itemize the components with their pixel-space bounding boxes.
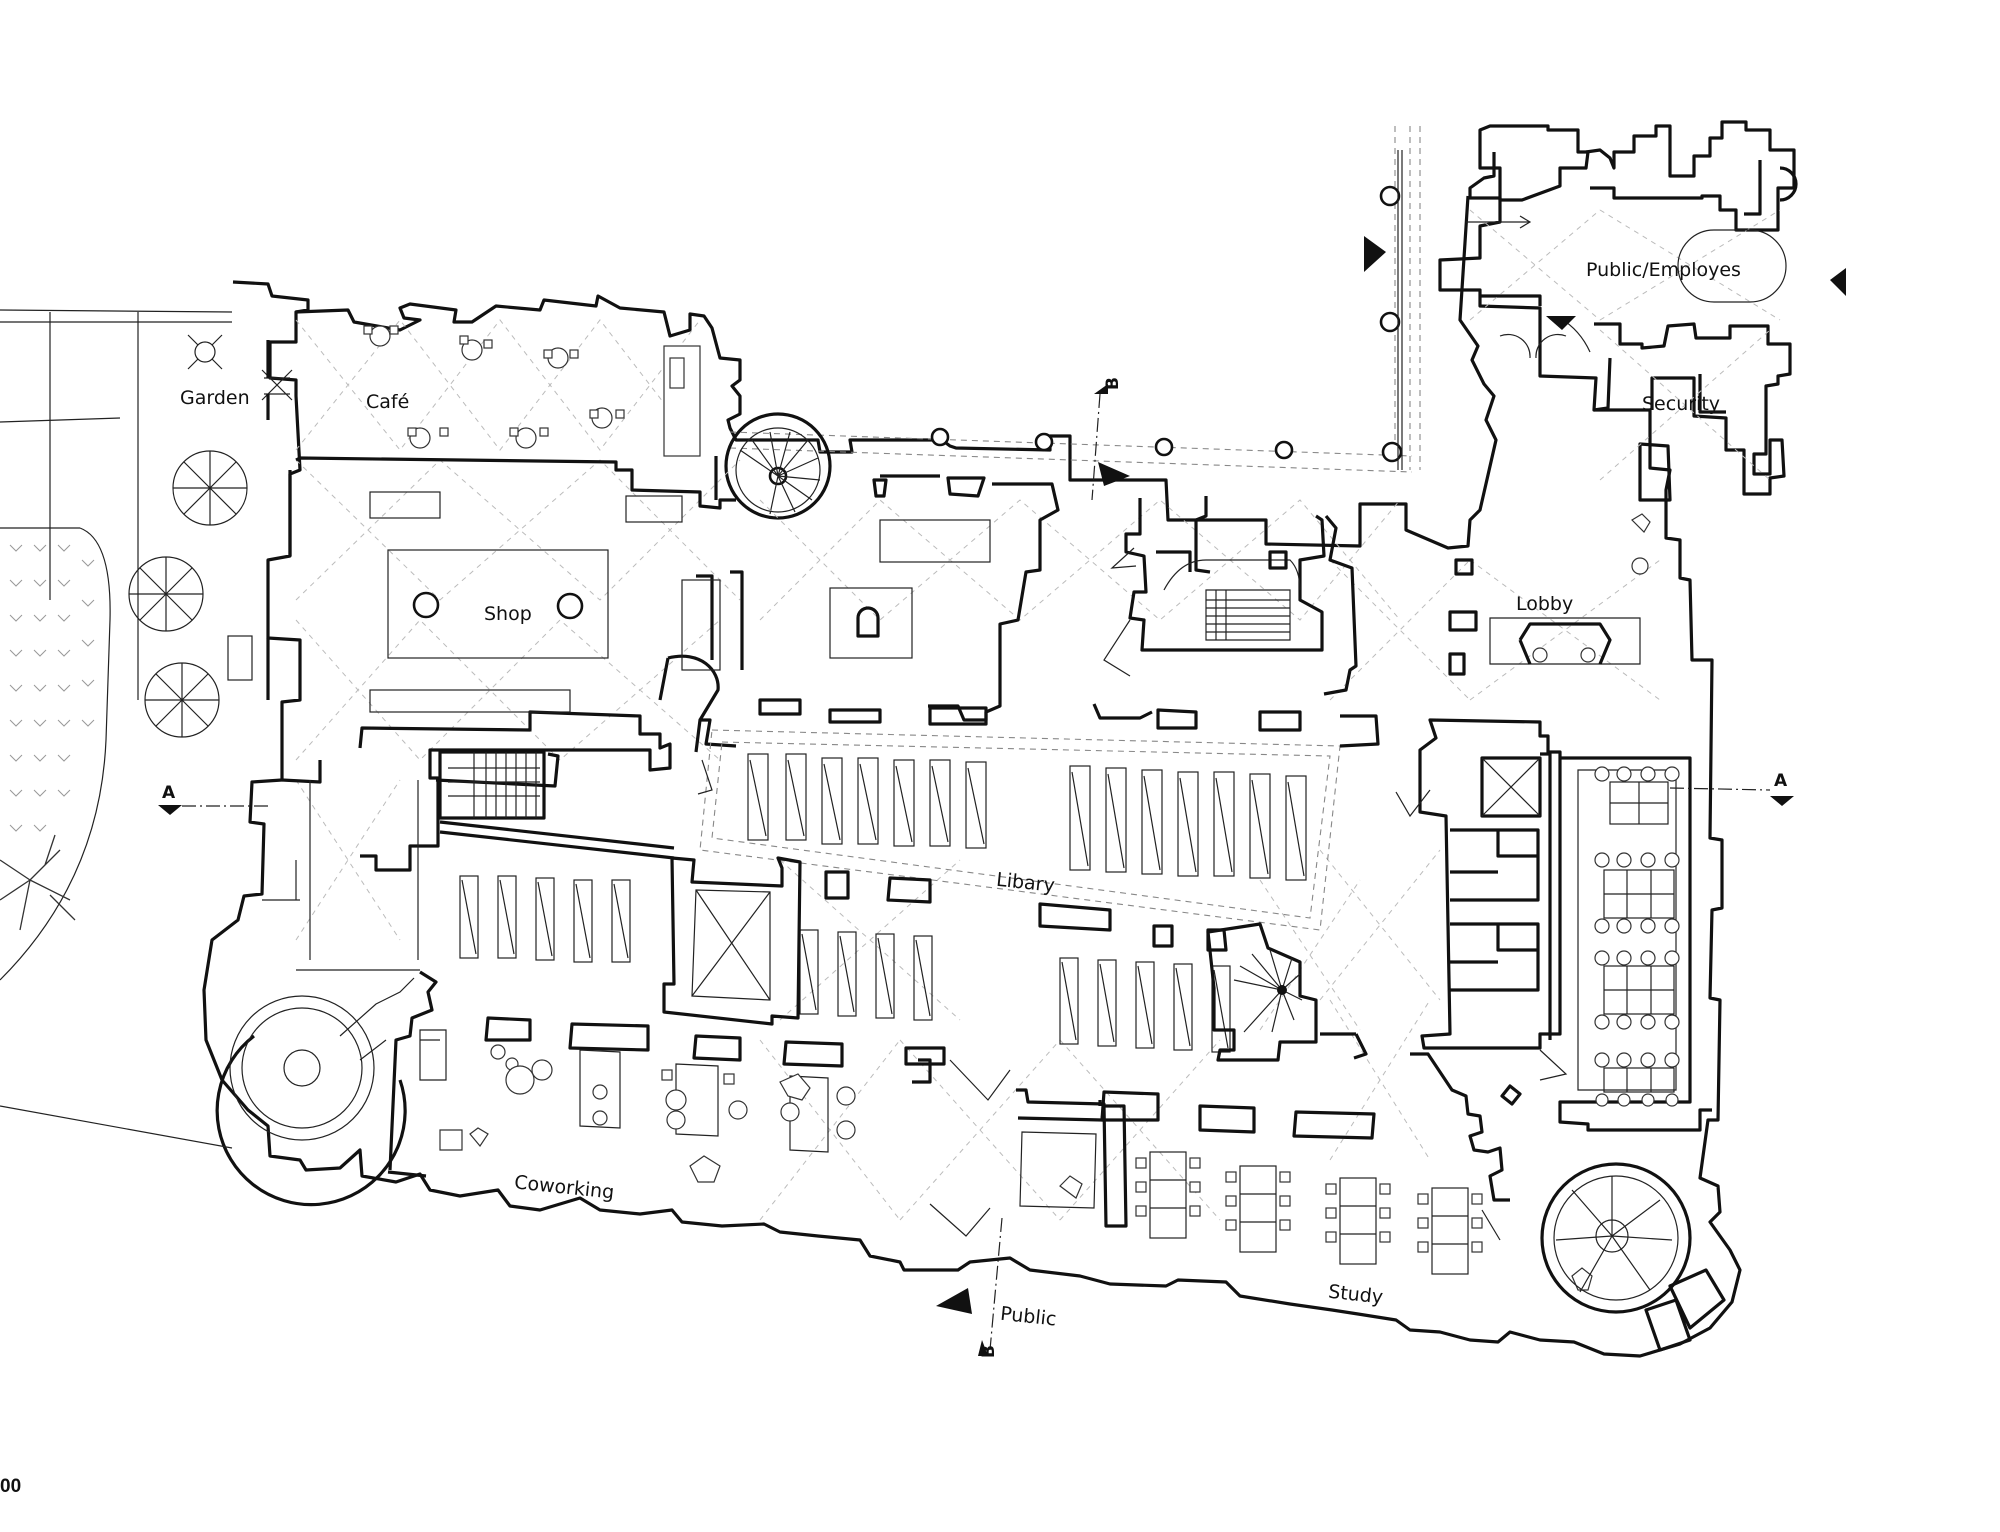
lower-shelves — [459, 875, 1231, 1053]
section-marker-a-left[interactable]: A — [158, 783, 268, 815]
site-boundary — [0, 1105, 233, 1149]
exterior-walls — [202, 152, 1742, 1358]
section-label-a-left: A — [162, 783, 176, 803]
cafe-furniture — [363, 325, 701, 457]
west-corridor — [262, 470, 420, 971]
door-swings — [697, 317, 1591, 1241]
room-label-security: Security — [1642, 393, 1720, 415]
room-label-public-employes: Public/Employes — [1586, 259, 1741, 281]
study-tables — [1016, 1088, 1483, 1275]
section-marker-b-top[interactable]: B — [1091, 377, 1130, 501]
section-marker-b-bottom[interactable]: B — [936, 1217, 1003, 1358]
north-wing-walls — [1478, 120, 1798, 502]
entrance-arrows — [1364, 236, 1846, 330]
room-label-cafe: Café — [366, 391, 409, 413]
section-label-a-right: A — [1774, 771, 1788, 791]
room-label-shop: Shop — [484, 603, 532, 625]
stair-west — [438, 750, 675, 860]
room-label-garden: Garden — [180, 387, 250, 409]
section-label-b-bottom: B — [979, 1345, 999, 1358]
room-label-lobby: Lobby — [1516, 593, 1573, 615]
spiral-stair-north — [724, 412, 832, 520]
entry-arrow-east — [1830, 268, 1846, 296]
room-label-coworking: Coworking — [513, 1171, 615, 1203]
cafe-doors — [261, 340, 293, 420]
entry-arrow-north — [1546, 316, 1576, 330]
planting-bed — [9, 544, 95, 832]
vault-lines — [295, 209, 1781, 1221]
tree-symbol — [0, 834, 76, 931]
room-label-public: Public — [999, 1303, 1057, 1331]
south-zone — [387, 970, 1593, 1291]
entry-arrow-west — [1364, 236, 1386, 272]
light-well — [662, 856, 1228, 1026]
scale-label: 00 — [0, 1476, 22, 1497]
tower-southwest — [215, 977, 415, 1207]
room-label-libary: Libary — [995, 869, 1056, 897]
spiral-stair-south — [1206, 922, 1318, 1062]
room-label-study: Study — [1327, 1281, 1384, 1309]
east-corridor — [1320, 1032, 1568, 1202]
lobby-stair — [1103, 496, 1358, 696]
umbrella-tables — [128, 334, 248, 738]
shop-fixtures — [227, 491, 991, 713]
portico — [729, 126, 1421, 473]
section-marker-a-right[interactable]: A — [1669, 771, 1794, 806]
lobby-fixtures — [1448, 215, 1787, 676]
east-office — [1418, 718, 1712, 1132]
section-label-b-top: B — [1103, 377, 1123, 390]
garden-area: Garden — [0, 309, 250, 981]
tower-southeast — [1540, 1162, 1726, 1352]
library-area — [699, 698, 1380, 931]
